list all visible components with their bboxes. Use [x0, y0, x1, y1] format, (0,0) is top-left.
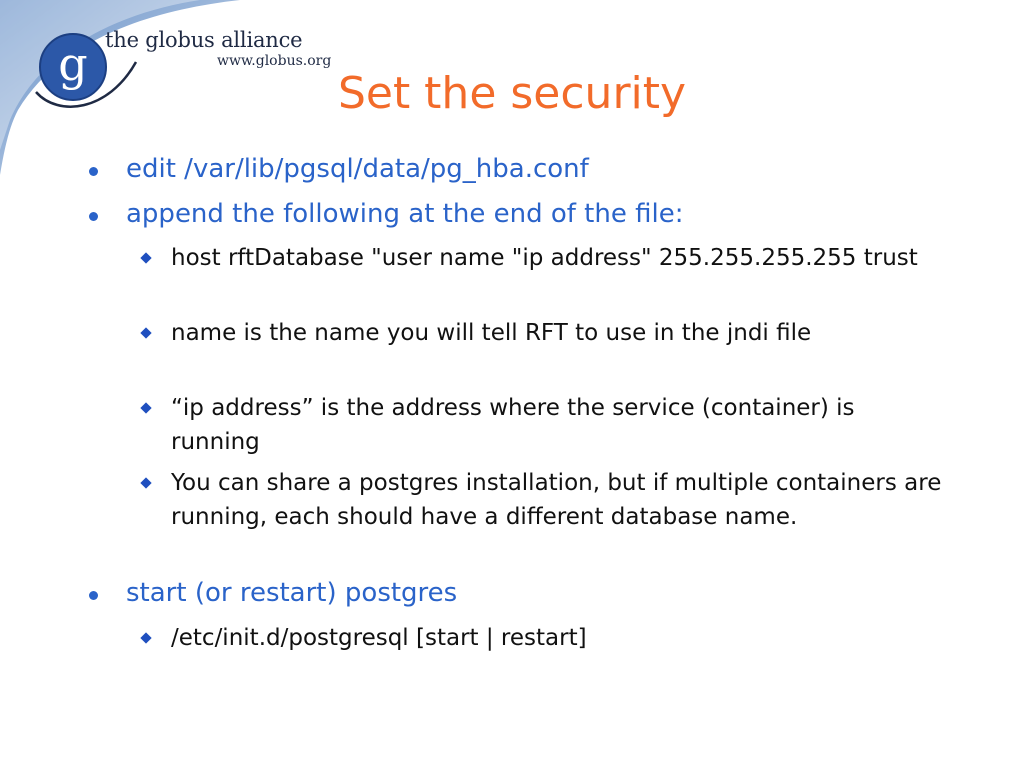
bullet-text: start (or restart) postgres	[126, 578, 458, 608]
sub-bullet-item: “ip address” is the address where the se…	[140, 391, 946, 459]
sub-bullet-item: name is the name you will tell RFT to us…	[140, 316, 946, 350]
slide-title: Set the security	[337, 68, 687, 119]
globus-logo-icon: g	[35, 33, 138, 108]
diamond-bullet-icon	[140, 477, 152, 489]
bullet-dot-icon	[89, 591, 98, 600]
bullet-item: edit /var/lib/pgsql/data/pg_hba.conf	[89, 154, 956, 185]
diamond-bullet-icon	[140, 632, 152, 644]
sub-bullet-item: You can share a postgres installation, b…	[140, 466, 946, 534]
bullet-text: edit /var/lib/pgsql/data/pg_hba.conf	[126, 154, 589, 184]
bullet-text: append the following at the end of the f…	[126, 199, 684, 229]
logo-mark: g	[58, 37, 87, 91]
sub-bullet-text: /etc/init.d/postgresql [start | restart]	[171, 625, 587, 651]
diamond-bullet-icon	[140, 402, 152, 414]
sub-bullet-text: host rftDatabase "user name "ip address"…	[171, 245, 918, 271]
bullet-dot-icon	[89, 167, 98, 176]
bullet-dot-icon	[89, 212, 98, 221]
diamond-bullet-icon	[140, 252, 152, 264]
diamond-bullet-icon	[140, 327, 152, 339]
sub-bullet-item: host rftDatabase "user name "ip address"…	[140, 241, 946, 275]
sub-bullet-text: name is the name you will tell RFT to us…	[171, 320, 812, 346]
sub-bullet-item: /etc/init.d/postgresql [start | restart]	[140, 621, 946, 655]
bullet-item: append the following at the end of the f…	[89, 199, 956, 230]
logo-url: www.globus.org	[217, 53, 332, 69]
logo-name: the globus alliance	[105, 28, 303, 52]
sub-bullet-text: “ip address” is the address where the se…	[171, 395, 855, 455]
sub-bullet-text: You can share a postgres installation, b…	[171, 470, 942, 530]
bullet-item: start (or restart) postgres	[89, 578, 956, 609]
